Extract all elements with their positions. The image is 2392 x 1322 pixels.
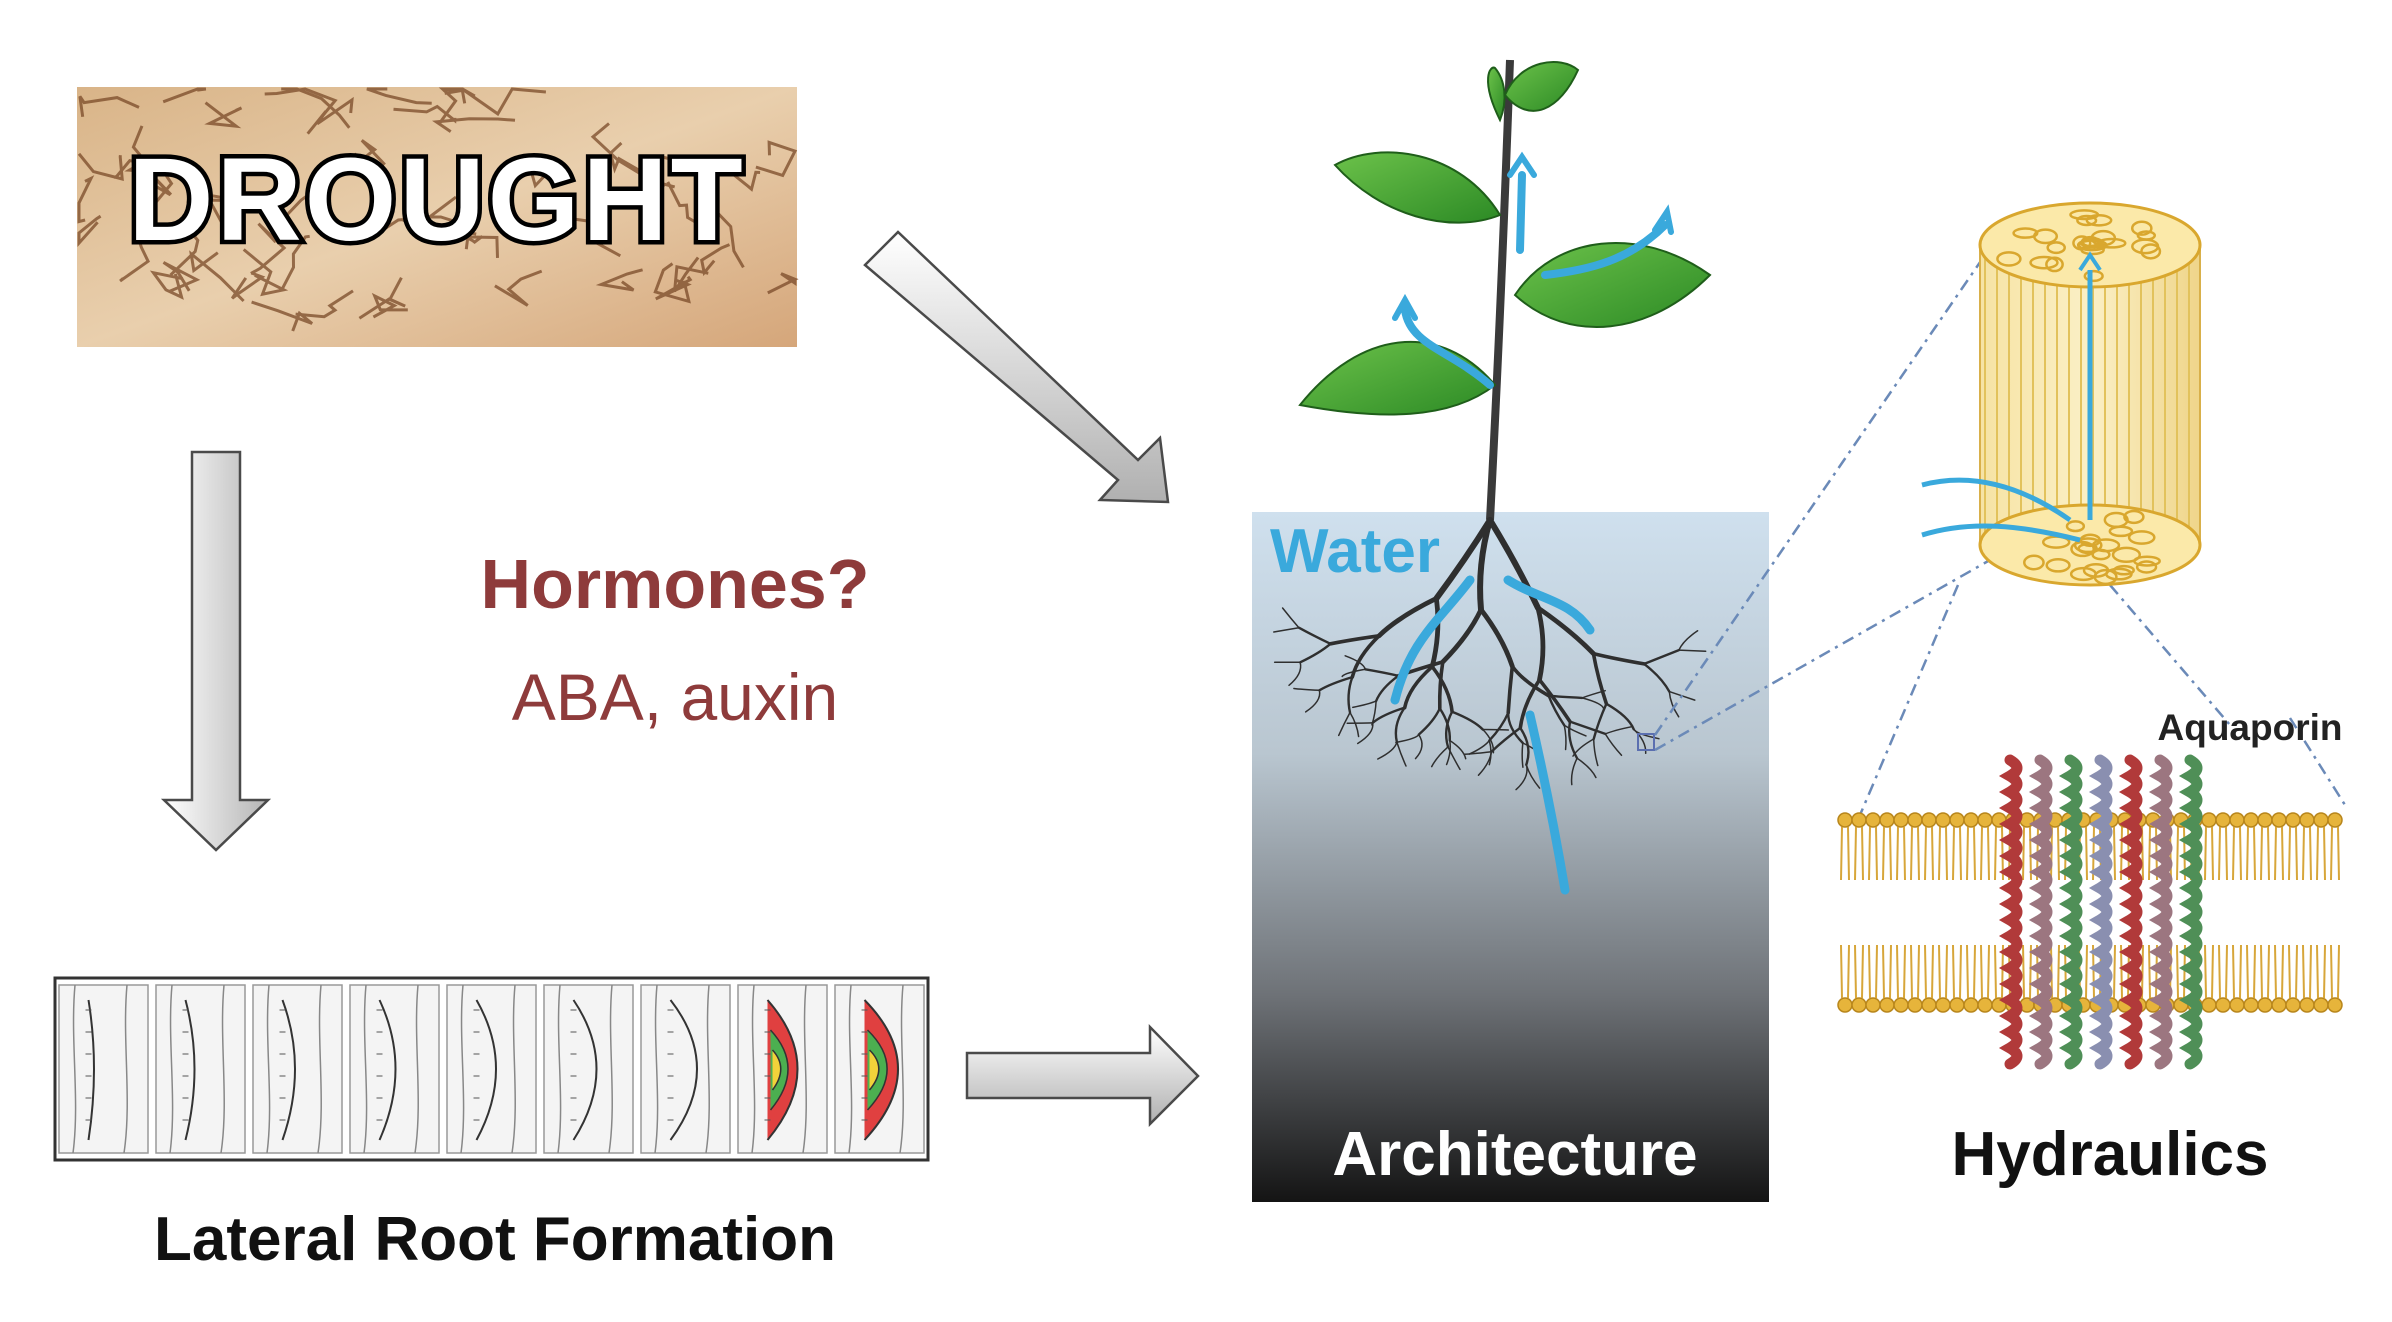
architecture-label: Architecture xyxy=(1332,1120,1697,1189)
hormones-title: Hormones? xyxy=(481,545,870,623)
lipid-bilayer xyxy=(1837,812,2343,1013)
lateral-root-stage xyxy=(446,984,537,1154)
down-arrow xyxy=(160,450,272,852)
root-water-flow xyxy=(1390,575,1595,895)
leaf-icon xyxy=(1513,241,1712,329)
aquaporin-protein xyxy=(1998,754,2203,1070)
soil-box xyxy=(1252,512,1769,1202)
lateral-root-caption: Lateral Root Formation xyxy=(154,1205,836,1274)
leaf-icon xyxy=(1298,341,1497,416)
water-label: Water xyxy=(1270,517,1440,586)
diagonal-arrow xyxy=(863,230,1170,504)
right-arrow xyxy=(965,1023,1200,1128)
hormones-subtitle: ABA, auxin xyxy=(512,660,839,734)
root-system xyxy=(1273,517,1707,791)
lateral-root-stage xyxy=(252,984,343,1154)
lateral-root-stage xyxy=(737,984,828,1154)
architecture-panel: Water Architecture xyxy=(1252,59,1769,1202)
shoot-water-flow xyxy=(1392,151,1674,389)
leaf-icon xyxy=(1333,151,1502,224)
leaves xyxy=(1298,61,1712,416)
aquaporin-label: Aquaporin xyxy=(2158,707,2343,748)
lateral-root-stages xyxy=(53,976,930,1162)
lateral-root-stage xyxy=(543,984,634,1154)
alpha-helix xyxy=(1998,754,2023,1070)
leaf-icon xyxy=(1487,66,1506,123)
alpha-helix xyxy=(2178,754,2203,1070)
lateral-root-stage xyxy=(640,984,731,1154)
plant-stem xyxy=(1486,59,1514,521)
alpha-helix xyxy=(2118,754,2143,1070)
leaf-icon xyxy=(1503,61,1580,112)
zoom-marker xyxy=(1637,733,1655,751)
lateral-root-stage xyxy=(155,984,246,1154)
alpha-helix xyxy=(2088,754,2113,1070)
lateral-root-stage xyxy=(834,984,925,1154)
lateral-root-stage xyxy=(349,984,440,1154)
alpha-helix xyxy=(2148,754,2173,1070)
drought-label: DROUGHT xyxy=(128,134,746,266)
lateral-root-stage xyxy=(58,984,149,1154)
drought-image: DROUGHT xyxy=(77,87,799,347)
hydraulics-caption: Hydraulics xyxy=(1951,1120,2268,1189)
alpha-helix xyxy=(2028,754,2053,1070)
soil-cracks xyxy=(77,87,799,332)
alpha-helix xyxy=(2058,754,2083,1070)
root-cylinder xyxy=(1921,201,2202,587)
